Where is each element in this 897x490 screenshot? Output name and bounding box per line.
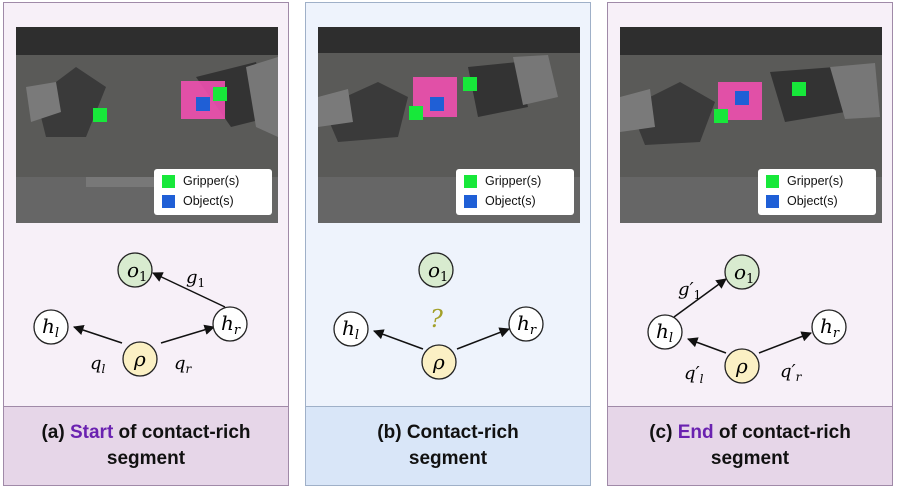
object-marker [430, 97, 444, 111]
right-hand-node [508, 306, 544, 342]
edge-left-label: ql [90, 353, 106, 376]
right-hand-node-label: hr [221, 311, 241, 338]
object-node-label: o1 [734, 260, 754, 287]
edge-grasp-label: g′1 [678, 279, 701, 302]
object-node-label: o1 [428, 258, 448, 285]
right-hand-node-label: hr [517, 311, 537, 338]
object-node [117, 252, 153, 288]
root-node-label: ρ [735, 354, 748, 378]
edge-left-label: q′l [684, 363, 704, 386]
contact-graph-start: o1 hl hr ρ ql qr g1 [33, 252, 248, 377]
left-hand-node-label: hl [42, 314, 59, 341]
legend-object-label: Object(s) [183, 194, 234, 208]
legend-gripper-label: Gripper(s) [787, 174, 844, 188]
gripper-marker [93, 108, 107, 122]
caption-accent: End [677, 422, 714, 443]
legend: Gripper(s) Object(s) [456, 169, 574, 215]
left-hand-node-label: hl [342, 316, 359, 343]
legend-gripper-label: Gripper(s) [183, 174, 240, 188]
object-node [724, 254, 760, 290]
edge-right-label: q′r [780, 361, 803, 384]
object-swatch [162, 194, 175, 208]
object-marker [735, 91, 749, 105]
panel-end: Gripper(s) Object(s) o1 hl hr ρ q′l q′r … [607, 2, 893, 486]
edge-grasp-label: g1 [186, 267, 205, 290]
robot-scene-photo-contact: Gripper(s) Object(s) [318, 27, 580, 223]
robot-scene-photo-start: Gripper(s) Object(s) [16, 27, 278, 223]
object-swatch [766, 194, 779, 208]
root-node [421, 344, 457, 380]
gripper-marker [792, 82, 806, 96]
edge-right-label: qr [174, 353, 193, 376]
right-hand-node [212, 306, 248, 342]
object-node [418, 252, 454, 288]
panel-start: Gripper(s) Object(s) o1 hl hr ρ ql qr g1… [3, 2, 289, 486]
object-marker [196, 97, 210, 111]
right-hand-node-label: hr [820, 314, 840, 341]
object-swatch [464, 194, 477, 208]
left-hand-node-label: hl [656, 319, 673, 346]
object-node-label: o1 [127, 258, 147, 285]
unknown-relation-mark: ? [430, 305, 443, 333]
legend: Gripper(s) Object(s) [154, 169, 272, 215]
gripper-swatch [162, 174, 175, 188]
root-node [122, 341, 158, 377]
left-hand-node [33, 309, 69, 345]
root-node [724, 348, 760, 384]
gripper-swatch [464, 174, 477, 188]
caption-accent: Start [69, 422, 114, 443]
legend-gripper-label: Gripper(s) [485, 174, 542, 188]
gripper-marker [463, 77, 477, 91]
gripper-marker [213, 87, 227, 101]
left-hand-node [333, 311, 369, 347]
contact-graph-contact: o1 hl hr ρ ? [333, 252, 544, 380]
legend-object-label: Object(s) [787, 194, 838, 208]
legend: Gripper(s) Object(s) [758, 169, 876, 215]
panel-contact: Gripper(s) Object(s) o1 hl hr ρ ? (b) Co… [305, 2, 591, 486]
gripper-marker [714, 109, 728, 123]
left-hand-node [647, 314, 683, 350]
robot-scene-photo-end: Gripper(s) Object(s) [620, 27, 882, 223]
gripper-swatch [766, 174, 779, 188]
contact-graph-end: o1 hl hr ρ q′l q′r g′1 [647, 254, 847, 386]
gripper-marker [409, 106, 423, 120]
legend-object-label: Object(s) [485, 194, 536, 208]
root-node-label: ρ [432, 350, 445, 374]
root-node-label: ρ [133, 347, 146, 371]
right-hand-node [811, 309, 847, 345]
